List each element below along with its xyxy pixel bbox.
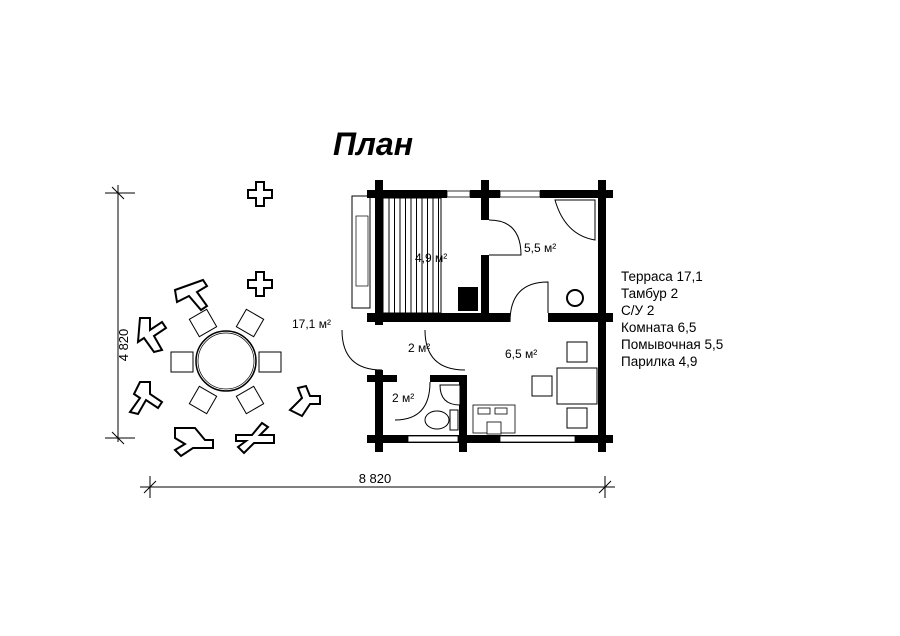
windows	[407, 190, 576, 443]
round-table	[195, 330, 257, 392]
kitchen-counter	[472, 404, 516, 435]
room-area-vestibule: 2 м²	[408, 341, 430, 355]
room-area-wash: 5,5 м²	[524, 241, 556, 255]
room-area-room: 6,5 м²	[505, 347, 537, 361]
height-dimension	[105, 185, 135, 445]
shower-tray	[554, 199, 596, 241]
room-area-sauna: 4,9 м²	[415, 251, 447, 265]
plan-title: План	[333, 126, 414, 162]
legend-item: Терраса 17,1	[621, 269, 703, 284]
stove	[458, 287, 478, 311]
boiler	[566, 289, 584, 307]
dining-set	[531, 341, 598, 429]
width-dimension	[140, 476, 615, 498]
log-posts	[128, 181, 321, 458]
height-dimension-label: 4 820	[116, 329, 131, 362]
terrace-chairs	[170, 308, 282, 415]
room-area-terrace: 17,1 м²	[292, 317, 331, 331]
sauna-bench	[382, 197, 442, 314]
door-swings	[341, 219, 549, 421]
room-area-wc: 2 м²	[392, 391, 414, 405]
legend-item: Парилка 4,9	[621, 354, 698, 369]
sauna-window-bench	[351, 195, 371, 309]
legend-item: Помывочная 5,5	[621, 337, 724, 352]
legend-item: Тамбур 2	[621, 286, 679, 301]
walls	[367, 180, 613, 452]
legend-item: С/У 2	[621, 303, 655, 318]
legend-item: Комната 6,5	[621, 320, 697, 335]
sink	[439, 384, 461, 406]
area-legend: Терраса 17,1 Тамбур 2 С/У 2 Комната 6,5 …	[621, 268, 723, 370]
width-dimension-label: 8 820	[359, 471, 392, 486]
toilet	[424, 410, 450, 430]
